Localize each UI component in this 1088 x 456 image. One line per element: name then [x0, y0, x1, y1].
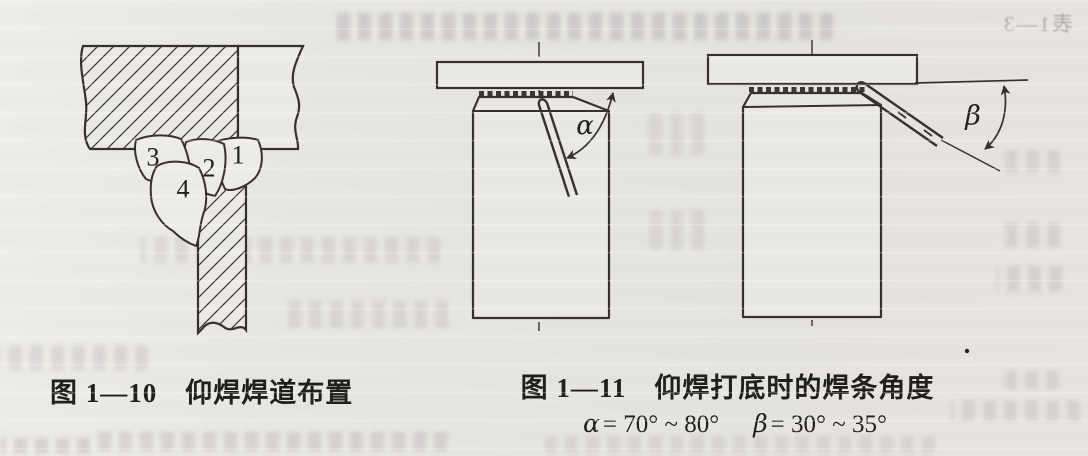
electrode-axis-extension — [940, 139, 1001, 172]
electrode — [855, 81, 944, 147]
alpha-angle-arc — [565, 91, 616, 159]
figure-1-11-caption: 图 1—11 仰焊打底时的焊条角度 — [520, 373, 935, 403]
alpha-symbol: α — [582, 409, 600, 438]
alpha-range: α= 70° ~ 80° — [583, 409, 719, 439]
figure-1-10-caption: 图 1—10 仰焊焊道布置 — [50, 378, 354, 408]
top-plate — [435, 60, 645, 90]
figure-1-11-alpha-drawing: α — [435, 42, 645, 331]
alpha-equation: = 70° ~ 80° — [602, 411, 720, 438]
figure-1-11-angle-values: α= 70° ~ 80° β= 30° ~ 35° — [535, 409, 935, 439]
ink-dot — [964, 348, 970, 354]
figure-1-11-beta-drawing: β — [706, 40, 1029, 326]
figure-1-10-drawing: 3 2 1 4 — [79, 44, 305, 336]
beta-angle-arc — [984, 84, 1011, 150]
bead-label-3: 3 — [147, 143, 160, 172]
bead-label-1: 1 — [232, 141, 245, 170]
electrode-shading — [897, 111, 933, 137]
weld-bead-4 — [149, 160, 208, 247]
alpha-label: α — [576, 111, 594, 141]
electrode-shading — [552, 147, 565, 181]
beta-label: β — [964, 101, 981, 132]
top-plate — [706, 53, 919, 86]
workpiece — [741, 91, 883, 319]
bead-label-4: 4 — [177, 175, 190, 204]
beta-symbol: β — [753, 409, 768, 438]
beta-range: β= 30° ~ 35° — [753, 409, 887, 439]
bead-label-2: 2 — [203, 154, 216, 183]
workpiece-front-edge — [742, 104, 882, 108]
upper-plate-right-section — [236, 44, 305, 151]
reference-line — [914, 79, 1029, 84]
upper-plate-hatched — [79, 44, 240, 151]
beta-equation: = 30° ~ 35° — [770, 411, 888, 438]
